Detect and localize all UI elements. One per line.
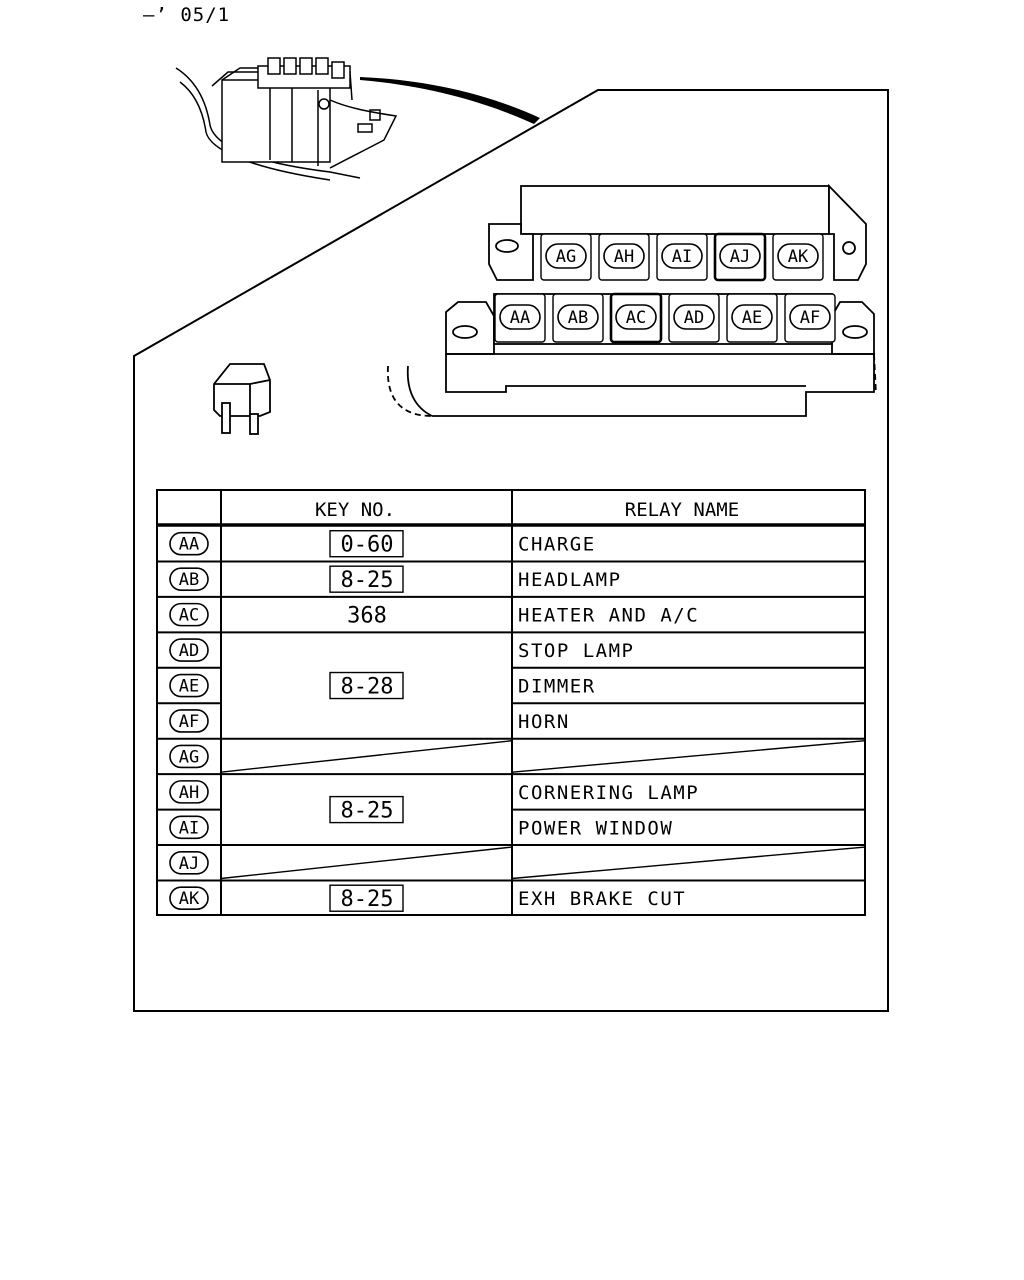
slot-code-ab-label: AB bbox=[568, 308, 588, 328]
panel-frame bbox=[133, 89, 889, 1012]
table-row: AJ bbox=[157, 844, 866, 880]
slot-code-ac-label: AC bbox=[626, 308, 646, 328]
key-number: 8-28 bbox=[329, 671, 404, 700]
key-number: 8-25 bbox=[329, 795, 404, 824]
relay-name: POWER WINDOW bbox=[518, 817, 673, 839]
table-row: AC HEATER AND A/C bbox=[157, 595, 865, 627]
relay-name: DIMMER bbox=[518, 676, 596, 698]
row-code-af: AF bbox=[169, 709, 209, 733]
fuse-box-location-illustration bbox=[175, 57, 398, 181]
relay-slot-ak: AK bbox=[772, 233, 824, 281]
row-code-ag: AG bbox=[169, 744, 209, 769]
key-number-text: 0-60 bbox=[341, 533, 394, 558]
table-row: AA CHARGE bbox=[169, 531, 596, 556]
row-code-ab-label: AB bbox=[179, 570, 199, 590]
row-code-aj-label: AJ bbox=[179, 854, 199, 874]
slot-code-ai: AI bbox=[661, 243, 703, 269]
key-number: 8-25 bbox=[329, 884, 404, 912]
table-row: AD STOP LAMP bbox=[157, 631, 865, 662]
row-code-ah-label: AH bbox=[179, 783, 199, 803]
relay-name: CHARGE bbox=[518, 534, 596, 556]
relay-table: KEY NO. RELAY NAME AA CHARGE AB HEADLAMP AC H… bbox=[156, 489, 866, 916]
slot-code-aj-label: AJ bbox=[730, 247, 750, 267]
relay-slot-ag: AG bbox=[540, 233, 592, 281]
slot-code-ak: AK bbox=[777, 243, 819, 269]
key-number: 0-60 bbox=[329, 530, 404, 558]
key-number: 368 bbox=[347, 604, 387, 629]
row-code-ak-label: AK bbox=[179, 889, 200, 909]
slot-code-ai-label: AI bbox=[672, 247, 692, 267]
slot-code-af: AF bbox=[789, 304, 831, 330]
row-code-ab: AB bbox=[169, 567, 209, 591]
table-row: AE DIMMER bbox=[157, 666, 865, 698]
leader-line bbox=[360, 77, 540, 124]
row-code-ag-label: AG bbox=[179, 747, 199, 767]
table-row: AI POWER WINDOW bbox=[157, 808, 865, 840]
table-row: AB HEADLAMP bbox=[157, 560, 865, 591]
slot-code-ad: AD bbox=[673, 304, 715, 330]
slot-code-ad-label: AD bbox=[684, 308, 704, 328]
relay-slot-ad: AD bbox=[668, 293, 720, 343]
key-number-text: 8-25 bbox=[341, 799, 394, 824]
row-code-ad: AD bbox=[169, 638, 209, 662]
slot-code-af-label: AF bbox=[800, 308, 820, 328]
relay-name: HEADLAMP bbox=[518, 569, 622, 591]
row-code-ac-label: AC bbox=[179, 606, 199, 626]
relay-block-top-row: AG AH AI AJ AK bbox=[540, 232, 824, 282]
relay-slot-ab: AB bbox=[552, 293, 604, 343]
relay-slot-ae: AE bbox=[726, 293, 778, 343]
row-code-ah: AH bbox=[169, 780, 209, 804]
row-code-aa-label: AA bbox=[179, 535, 199, 555]
relay-name: STOP LAMP bbox=[518, 640, 634, 662]
relay-name: EXH BRAKE CUT bbox=[518, 888, 686, 910]
slot-code-aa: AA bbox=[499, 304, 541, 330]
table-row: AH CORNERING LAMP bbox=[157, 773, 865, 804]
row-code-ak: AK bbox=[169, 886, 209, 911]
slot-code-ab: AB bbox=[557, 304, 599, 330]
row-code-ae-label: AE bbox=[179, 677, 199, 697]
header-relay-name: RELAY NAME bbox=[625, 499, 739, 521]
row-code-ad-label: AD bbox=[179, 641, 199, 661]
header-key-no: KEY NO. bbox=[315, 499, 395, 521]
table-row: AK EXH BRAKE CUT bbox=[157, 879, 865, 911]
key-number: 8-25 bbox=[329, 565, 404, 593]
relay-name: CORNERING LAMP bbox=[518, 782, 699, 804]
slot-code-ah-label: AH bbox=[614, 247, 634, 267]
slot-code-aa-label: AA bbox=[510, 308, 530, 328]
row-code-ac: AC bbox=[169, 602, 209, 627]
key-number-text: 8-25 bbox=[341, 568, 394, 593]
relay-block-bottom-row: AA AB AC AD AE AF bbox=[494, 292, 836, 344]
row-code-aj: AJ bbox=[169, 850, 209, 875]
slot-code-ae-label: AE bbox=[742, 308, 762, 328]
slot-code-ag: AG bbox=[545, 243, 587, 269]
row-code-ai-label: AI bbox=[179, 818, 199, 838]
relay-slot-aj: AJ bbox=[713, 232, 767, 282]
slot-code-ac: AC bbox=[615, 304, 657, 330]
key-number-text: 8-25 bbox=[341, 887, 394, 912]
slot-code-ae: AE bbox=[731, 304, 773, 330]
row-code-ai: AI bbox=[169, 815, 209, 840]
table-row: AG bbox=[157, 737, 866, 773]
relay-slot-ac: AC bbox=[609, 292, 663, 344]
key-number-text: 368 bbox=[347, 604, 387, 629]
table-row: AF HORN bbox=[157, 702, 865, 733]
row-code-af-label: AF bbox=[179, 712, 199, 732]
row-code-ae: AE bbox=[169, 673, 209, 698]
slot-code-ak-label: AK bbox=[788, 247, 809, 267]
relay-slot-aa: AA bbox=[494, 293, 546, 343]
relay-illustration bbox=[213, 363, 271, 435]
key-number-text: 8-28 bbox=[341, 675, 394, 700]
diagram-code: –’ 05/1 bbox=[143, 4, 231, 26]
row-code-aa: AA bbox=[169, 531, 209, 556]
slot-code-ag-label: AG bbox=[556, 247, 576, 267]
relay-slot-ai: AI bbox=[656, 233, 708, 281]
relay-slot-af: AF bbox=[784, 293, 836, 343]
slot-code-aj: AJ bbox=[719, 243, 761, 269]
relay-name: HORN bbox=[518, 711, 570, 733]
relay-name: HEATER AND A/C bbox=[518, 605, 699, 627]
slot-code-ah: AH bbox=[603, 243, 645, 269]
relay-slot-ah: AH bbox=[598, 233, 650, 281]
